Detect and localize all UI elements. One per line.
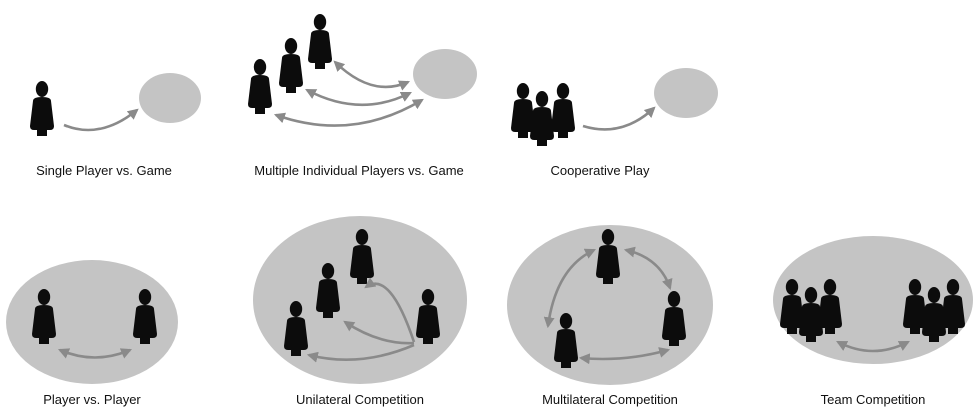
panel-unilateral: Unilateral Competition bbox=[253, 216, 467, 407]
caption-unilateral: Unilateral Competition bbox=[296, 392, 424, 407]
game-ellipse bbox=[139, 73, 201, 123]
caption-single-player: Single Player vs. Game bbox=[36, 163, 172, 178]
bidirectional-arrow bbox=[623, 246, 673, 291]
player-figure bbox=[279, 38, 303, 93]
game-ellipse bbox=[773, 236, 973, 364]
player-figure bbox=[248, 59, 272, 114]
panel-player-vs-player: Player vs. Player bbox=[6, 260, 178, 407]
bidirectional-arrow bbox=[543, 248, 596, 329]
caption-multiple-individual: Multiple Individual Players vs. Game bbox=[254, 163, 464, 178]
game-ellipse bbox=[6, 260, 178, 384]
panel-single-player: Single Player vs. Game bbox=[30, 73, 201, 178]
arrow bbox=[63, 108, 139, 132]
arrow bbox=[582, 106, 656, 131]
game-ellipse bbox=[413, 49, 477, 99]
arrow bbox=[364, 277, 416, 343]
player-figure bbox=[530, 91, 554, 146]
panel-multilateral: Multilateral Competition bbox=[507, 225, 713, 407]
panel-cooperative: Cooperative Play bbox=[511, 68, 718, 178]
player-figure bbox=[551, 83, 575, 138]
caption-team: Team Competition bbox=[821, 392, 926, 407]
bidirectional-arrow bbox=[836, 340, 910, 353]
bidirectional-arrow bbox=[57, 348, 133, 359]
caption-multilateral: Multilateral Competition bbox=[542, 392, 678, 407]
arrow bbox=[306, 343, 415, 363]
panel-multiple-individual: Multiple Individual Players vs. Game bbox=[248, 14, 477, 178]
arrow bbox=[343, 320, 415, 345]
caption-cooperative: Cooperative Play bbox=[551, 163, 650, 178]
player-figure bbox=[308, 14, 332, 69]
player-figure bbox=[30, 81, 54, 136]
panel-team: Team Competition bbox=[773, 236, 973, 407]
bidirectional-arrow bbox=[273, 98, 424, 127]
bidirectional-arrow bbox=[305, 88, 412, 107]
game-ellipse bbox=[654, 68, 718, 118]
bidirectional-arrow bbox=[578, 347, 671, 365]
caption-player-vs-player: Player vs. Player bbox=[43, 392, 141, 407]
bidirectional-arrow bbox=[333, 60, 410, 91]
